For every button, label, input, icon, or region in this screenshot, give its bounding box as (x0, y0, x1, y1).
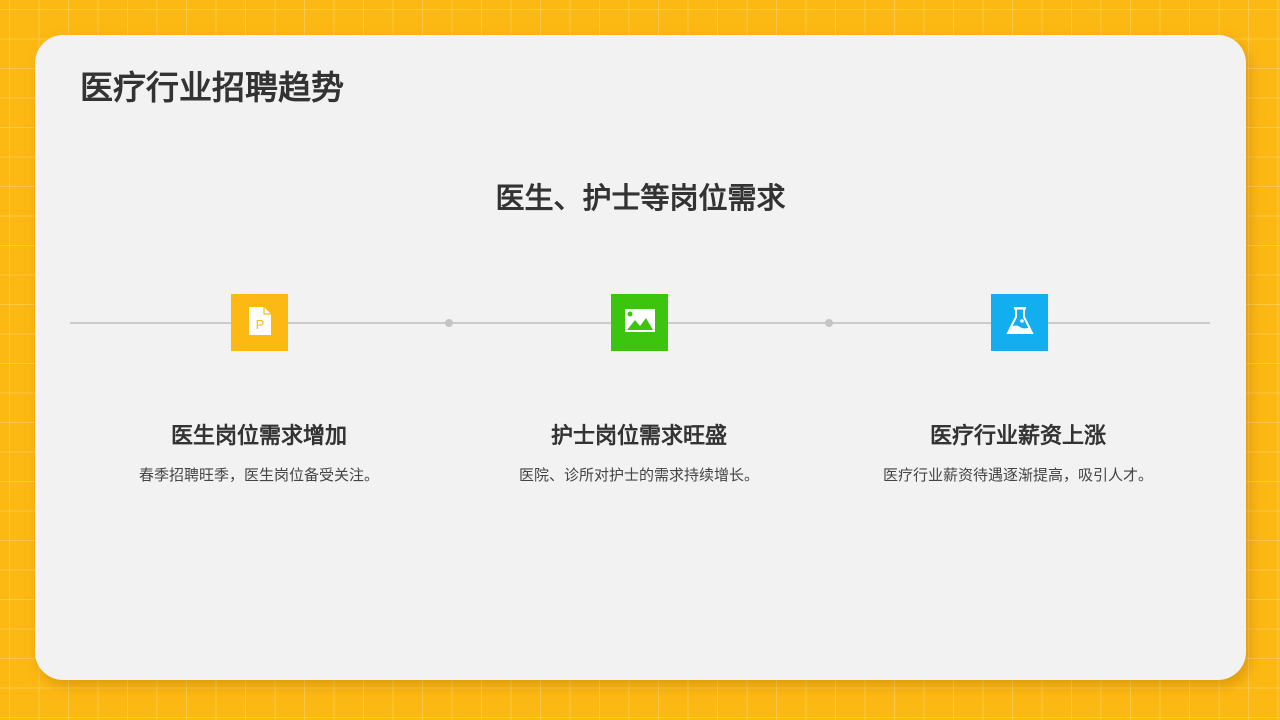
timeline-icon-box-3 (991, 294, 1048, 351)
timeline-icon-box-1: P (231, 294, 288, 351)
timeline-item-desc-1: 春季招聘旺季，医生岗位备受关注。 (138, 466, 379, 484)
timeline-item-desc-3: 医疗行业薪资待遇逐渐提高，吸引人才。 (882, 466, 1153, 484)
timeline-icon-box-2 (611, 294, 668, 351)
timeline-dot (445, 319, 453, 327)
timeline-item-title-2: 护士岗位需求旺盛 (550, 424, 727, 449)
timeline-item-title-1: 医生岗位需求增加 (170, 424, 347, 449)
document-p-icon: P (247, 306, 273, 340)
timeline-item-title-3: 医疗行业薪资上涨 (929, 424, 1106, 449)
section-subtitle: 医生、护士等岗位需求 (495, 181, 786, 215)
slide-card: 医疗行业招聘趋势 医生、护士等岗位需求 P 医生岗位需求增加 春季招聘旺季，医生… (35, 35, 1246, 680)
flask-icon (1005, 306, 1034, 340)
image-icon (624, 308, 655, 337)
page-title: 医疗行业招聘趋势 (80, 68, 344, 107)
svg-text:P: P (255, 317, 264, 332)
timeline-dot (825, 319, 833, 327)
timeline-item-desc-2: 医院、诊所对护士的需求持续增长。 (518, 466, 759, 484)
